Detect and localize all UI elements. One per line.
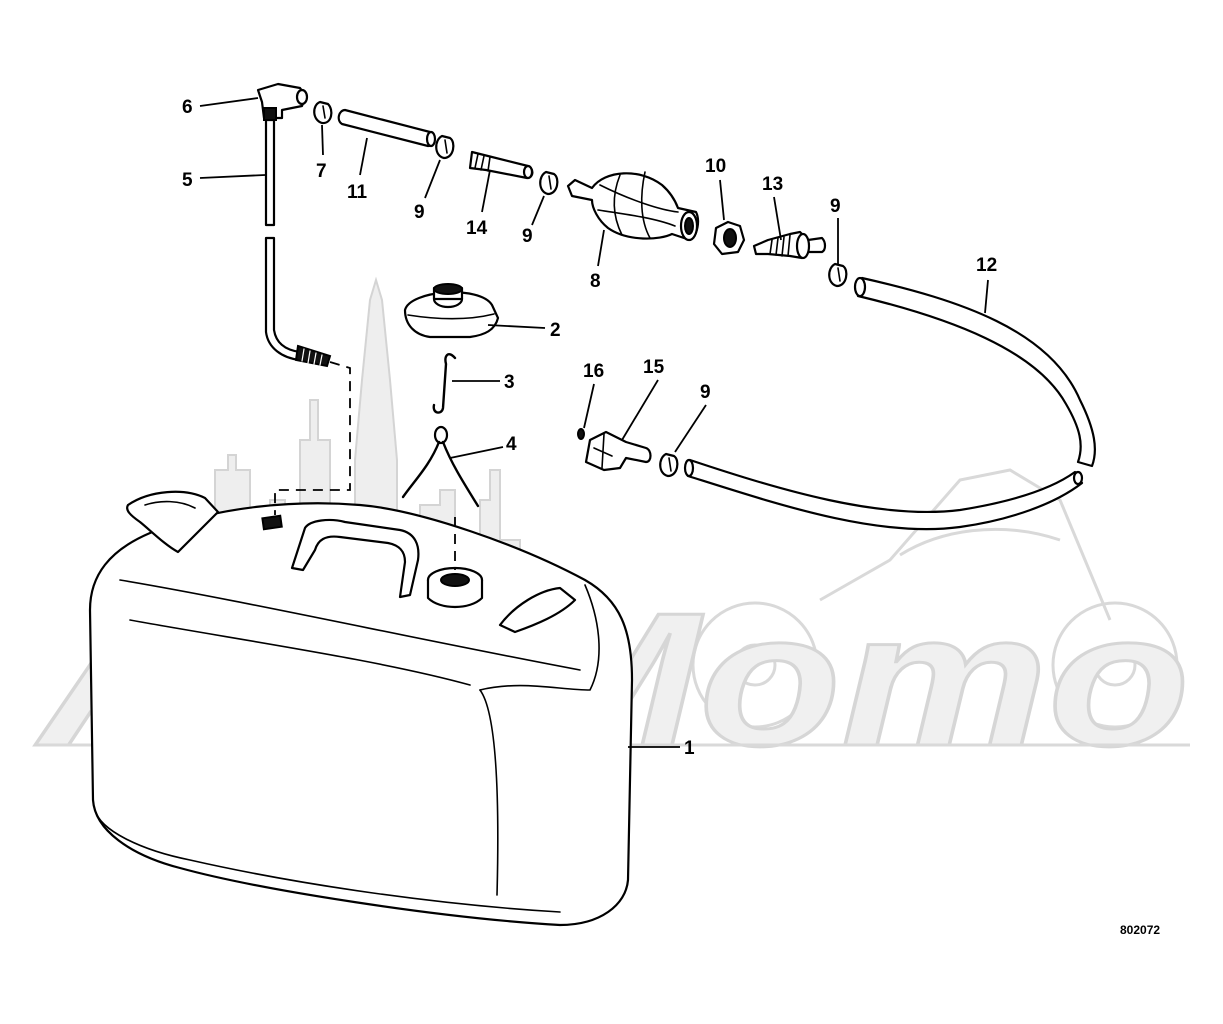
leader-lines: [199, 97, 989, 748]
callout-8: 8: [590, 271, 601, 292]
o-ring: [577, 428, 585, 440]
short-hose: [337, 108, 437, 148]
hose-clamp-9b: [539, 170, 559, 196]
primer-bulb: [566, 171, 700, 242]
callout-16: 16: [583, 361, 604, 382]
callout-11: 11: [347, 182, 368, 203]
callout-9-second: 9: [522, 226, 533, 247]
fuel-tank-body: [88, 502, 634, 927]
quick-connector: [584, 430, 652, 472]
callout-7: 7: [316, 161, 327, 182]
callout-4: 4: [506, 434, 517, 455]
fuel-hose: [683, 276, 1096, 531]
fuel-tank-right-grip: [498, 586, 577, 634]
callout-6: 6: [182, 97, 193, 118]
callout-9-fourth: 9: [700, 382, 711, 403]
callout-5: 5: [182, 170, 193, 191]
fuel-tank: [88, 490, 634, 927]
drawing-number: 802072: [1120, 923, 1160, 937]
callout-9-third: 9: [830, 196, 841, 217]
callout-3: 3: [504, 372, 515, 393]
fuel-tank-fill-neck: [426, 566, 484, 609]
callout-10: 10: [705, 156, 726, 177]
spring-retainer: [401, 425, 480, 508]
callout-15: 15: [643, 357, 665, 378]
callout-labels: 1 2 3 4 5 6 7 8 9 9 9 9 10 11 12 13 14 1…: [182, 97, 997, 759]
callout-2: 2: [550, 320, 561, 341]
pickup-tube: [264, 118, 332, 368]
chain-hook: [432, 353, 457, 414]
fuel-tank-left-grip: [126, 490, 220, 554]
hose-clamp-7: [313, 100, 333, 125]
check-valve: [752, 230, 827, 260]
callout-1: 1: [684, 738, 695, 759]
alignment-line-tube: [274, 361, 351, 515]
elbow-fitting: [256, 82, 309, 121]
callout-14: 14: [466, 218, 488, 239]
hose-clamp-9d: [659, 452, 679, 478]
callout-13: 13: [762, 174, 783, 195]
fuel-tank-vent-port: [261, 514, 283, 531]
callout-12: 12: [976, 255, 997, 276]
hose-clamp-9c: [828, 262, 848, 288]
connector-14: [468, 150, 534, 180]
callout-9-first: 9: [414, 202, 425, 223]
fuel-tank-handle: [290, 518, 420, 599]
watermark-motorcycle: [691, 468, 1179, 729]
hose-clamp-9a: [435, 134, 455, 160]
hex-nut: [712, 220, 746, 256]
filler-cap: [403, 283, 500, 339]
